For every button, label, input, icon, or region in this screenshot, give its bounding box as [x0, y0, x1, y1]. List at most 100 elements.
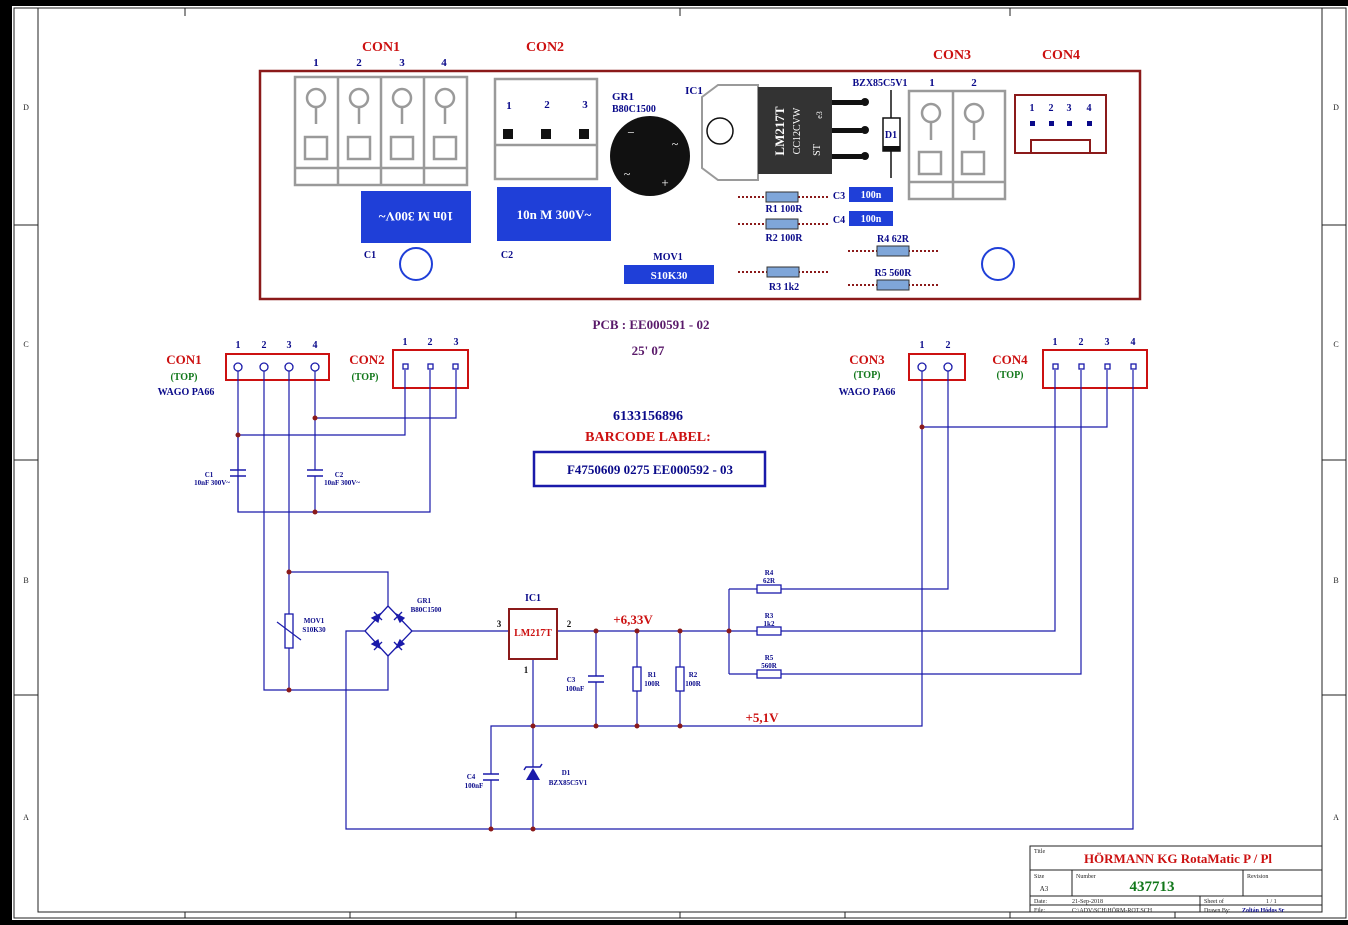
- sch-ic1-ref: IC1: [525, 593, 541, 604]
- sch-con2-pin-1: 1: [403, 337, 408, 348]
- sch-r1-value: 100R: [644, 680, 661, 688]
- sch-con4-pin-4: 4: [1131, 337, 1136, 348]
- pcb-r1-label: R1 100R: [766, 204, 804, 215]
- vref-label: +5,1V: [745, 710, 779, 725]
- pcb-con4-pin-1: 1: [1030, 103, 1035, 114]
- pcb-id: PCB : EE000591 - 02: [593, 317, 710, 332]
- sch-r3-ref: R3: [765, 612, 774, 620]
- sch-c1-ref: C1: [205, 471, 214, 479]
- pcb-con2-pin-2: 2: [544, 99, 550, 111]
- size-label: Size: [1034, 874, 1045, 880]
- sch-r5-ref: R5: [765, 654, 774, 662]
- barcode-title: BARCODE LABEL:: [585, 430, 711, 445]
- pcb-c2-body: [497, 187, 611, 241]
- sch-mov1-symbol: [276, 613, 302, 649]
- revision-label: Revision: [1247, 874, 1268, 880]
- sch-con1-type: WAGO PA66: [158, 387, 215, 398]
- pcb-ic1-leads: [832, 98, 869, 160]
- sch-r1-symbol: [632, 666, 642, 692]
- sch-con3-pin-1: 1: [920, 340, 925, 351]
- drawn-label: Drawn By:: [1204, 908, 1231, 914]
- date-label: Date:: [1034, 899, 1047, 905]
- sch-con2-pin-2: 2: [428, 337, 433, 348]
- sch-con1-top: (TOP): [170, 372, 197, 383]
- pcb-c2-ref: C2: [501, 250, 513, 261]
- pcb-r4-label: R4 62R: [877, 234, 910, 245]
- sch-gr1-symbol: [364, 605, 413, 657]
- barcode-number: 6133156896: [613, 409, 683, 424]
- sch-r2-symbol: [675, 666, 685, 692]
- file-value: C:\ADV\SCH\HÖRM-ROT.SCH: [1072, 907, 1153, 914]
- pcb-con1-terminal-block: [293, 75, 469, 187]
- sch-con2-top: (TOP): [351, 372, 378, 383]
- sch-con2-title: CON2: [349, 352, 384, 367]
- pcb-con4-pins: 1 2 3 4: [1030, 103, 1092, 114]
- drawing-number: 437713: [1130, 879, 1175, 895]
- sch-gr1-ref: GR1: [417, 597, 432, 605]
- sch-c3-value: 100nF: [566, 685, 585, 693]
- pcb-con1-pin-3: 3: [399, 57, 405, 69]
- pcb-ic1-line2: CC12CVW: [792, 107, 803, 154]
- sch-ic1-body: [508, 608, 558, 660]
- sch-connector-pin-numbers: 1 2 3 4 1 2 3 1 2 1 2 3 4: [236, 337, 1136, 351]
- sch-con4-box: [1042, 349, 1148, 389]
- pcb-c2-label: 10n M 300V~: [517, 207, 592, 222]
- sch-mov1-value: S10K30: [302, 626, 326, 634]
- barcode-box: [532, 450, 767, 488]
- sch-con1-pin-4: 4: [313, 340, 318, 351]
- sch-d1-value: BZX85C5V1: [549, 779, 588, 787]
- sch-con1-pin-3: 3: [287, 340, 292, 351]
- pcb-gr1-body: [610, 116, 690, 196]
- sch-con4-top: (TOP): [996, 370, 1023, 381]
- pcb-con2-housing: [493, 77, 599, 181]
- pcb-ic1-hole: [706, 117, 734, 145]
- pcb-mov1-body: [624, 265, 714, 284]
- pcb-c4-body: [849, 211, 893, 226]
- sch-d1-symbol: [523, 763, 543, 780]
- sch-con2-pin-3: 3: [454, 337, 459, 348]
- pcb-ic1-line1: LM217T: [772, 106, 787, 155]
- sheet-border: [13, 7, 1347, 919]
- pcb-d1-ref: D1: [885, 130, 897, 141]
- pcb-con2-title: CON2: [526, 40, 564, 55]
- sch-mov1-ref: MOV1: [304, 617, 325, 625]
- sch-ic1-label: LM217T: [514, 628, 552, 639]
- row-mark-right-d: D: [1333, 103, 1339, 112]
- pcb-mov1-ref: MOV1: [653, 252, 682, 263]
- pcb-r3: R3 1k2: [738, 266, 828, 293]
- pcb-con2-pin-1: 1: [506, 100, 512, 112]
- row-mark-right-b: B: [1333, 576, 1338, 585]
- sch-ic1-pin-adj: 1: [524, 665, 529, 675]
- sch-r5-symbol: [756, 669, 782, 679]
- sch-c1-value: 10nF 300V~: [194, 479, 230, 487]
- sch-ic1-pin-in: 3: [497, 619, 502, 629]
- barcode-value: F4750609 0275 EE000592 - 03: [567, 462, 734, 477]
- title-block: [1029, 845, 1323, 913]
- pcb-r5: R5 560R: [848, 268, 938, 291]
- row-mark-left-d: D: [23, 103, 29, 112]
- sch-r4-ref: R4: [765, 569, 774, 577]
- pcb-con1-pins: 1 2 3 4: [313, 57, 447, 69]
- sch-con1-box: [225, 353, 330, 381]
- sch-r4-value: 62R: [763, 577, 776, 585]
- pcb-con4-title: CON4: [1042, 48, 1080, 63]
- pcb-c1-ref: C1: [364, 250, 376, 261]
- pcb-mount-hole-right: [981, 247, 1015, 281]
- sch-con1-pin-2: 2: [262, 340, 267, 351]
- pcb-gr1-ref: GR1: [612, 91, 634, 103]
- pcb-con4-pin-4: 4: [1087, 103, 1092, 114]
- drawn-value: Zoltán Hódos Sr: [1242, 908, 1285, 914]
- row-mark-left-b: B: [23, 576, 28, 585]
- pcb-con3-terminal-block: [907, 89, 1007, 201]
- row-mark-right-c: C: [1333, 340, 1338, 349]
- sch-con3-box: [908, 353, 966, 381]
- pcb-r5-label: R5 560R: [875, 268, 913, 279]
- sch-connector-pins: [233, 362, 1137, 372]
- sch-con3-title: CON3: [849, 352, 885, 367]
- pcb-con1-pin-1: 1: [313, 57, 319, 69]
- sch-junctions: [235, 415, 925, 832]
- pcb-c4-value: 100n: [861, 214, 882, 225]
- sch-r3-value: 1k2: [764, 620, 775, 628]
- row-marks: D C B A D C B A: [23, 103, 1339, 822]
